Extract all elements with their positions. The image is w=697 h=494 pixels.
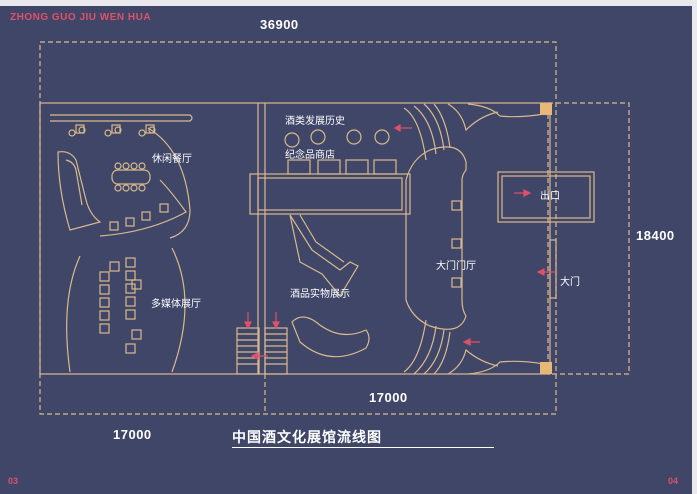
multimedia-curve-right [171,247,186,373]
page-frame-right [692,0,697,494]
page-number-right: 04 [668,476,679,486]
label-liquor-history: 酒类发展历史 [285,116,345,127]
building-outline [39,102,551,375]
label-leisure-restaurant: 休闲餐厅 [152,154,192,165]
curved-seating [291,316,370,358]
page-frame-top [0,0,697,6]
label-souvenir-shop: 纪念品商店 [285,150,335,161]
staircase [236,327,288,375]
label-entrance-hall: 大门门厅 [436,261,476,272]
label-multimedia-hall: 多媒体展厅 [151,299,201,310]
bar-counter [50,114,193,122]
flow-arrows [244,123,556,360]
dimension-top: 36900 [260,17,299,32]
label-product-display: 酒品实物展示 [290,289,350,300]
exit-block [497,171,595,223]
brand-text: ZHONG GUO JIU WEN HUA [10,12,152,23]
dimension-bottom-left: 17000 [113,427,152,442]
outer-dashed-boundary [39,41,557,415]
label-exit: 出口 [540,191,560,202]
multimedia-curve-left [66,255,81,373]
entrance-hall-island [405,146,467,330]
curved-partition [99,179,187,237]
angular-display [289,214,359,298]
main-gate [549,239,557,299]
plan-title: 中国酒文化展馆流线图 [232,430,382,446]
display-counter [249,173,411,215]
label-main-gate: 大门 [560,277,580,288]
title-underline [232,447,494,448]
curved-sofa [57,151,102,231]
dimension-bottom-right: 17000 [369,390,408,405]
page-number-left: 03 [8,476,19,486]
corner-blocks [540,103,552,374]
right-dashed-boundary [547,102,630,375]
dimension-right: 18400 [636,228,675,243]
